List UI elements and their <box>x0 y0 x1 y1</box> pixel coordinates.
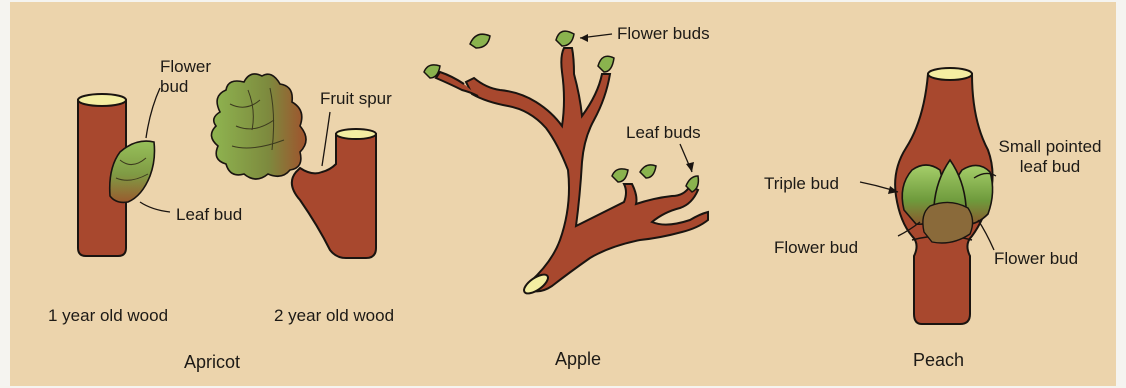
apple-flower-buds-label: Flower buds <box>617 24 710 43</box>
apricot-fruit-spur-label: Fruit spur <box>320 89 392 108</box>
flower-bud-right-pointer <box>978 220 994 250</box>
apricot-flower-bud-label: Flower bud <box>160 57 240 97</box>
apricot-two-year-caption: 2 year old wood <box>274 306 394 325</box>
peach-flower-bud-left-label: Flower bud <box>774 238 858 257</box>
apricot-two-year-wood <box>292 129 376 258</box>
flower-bud-leader <box>146 88 160 138</box>
flower-buds-arrowhead <box>580 34 588 42</box>
leaf-bud-leader <box>140 202 170 212</box>
apricot-caption: Apricot <box>184 352 240 372</box>
fruit-spur-leader <box>322 112 330 166</box>
apple-leaf-buds-label: Leaf buds <box>626 123 701 142</box>
apricot-leaf-bud-label: Leaf bud <box>176 205 242 224</box>
peach-triple-bud-label: Triple bud <box>764 174 839 193</box>
apple-caption: Apple <box>555 349 601 369</box>
peach-caption: Peach <box>913 350 964 370</box>
peach-small-pointed-leaf-bud-label: Small pointed leaf bud <box>990 137 1110 177</box>
apple-branch <box>436 48 708 297</box>
leaf-buds-arrowhead <box>686 162 694 172</box>
apricot-one-year-caption: 1 year old wood <box>48 306 168 325</box>
peach-flower-bud-right-label: Flower bud <box>994 249 1078 268</box>
